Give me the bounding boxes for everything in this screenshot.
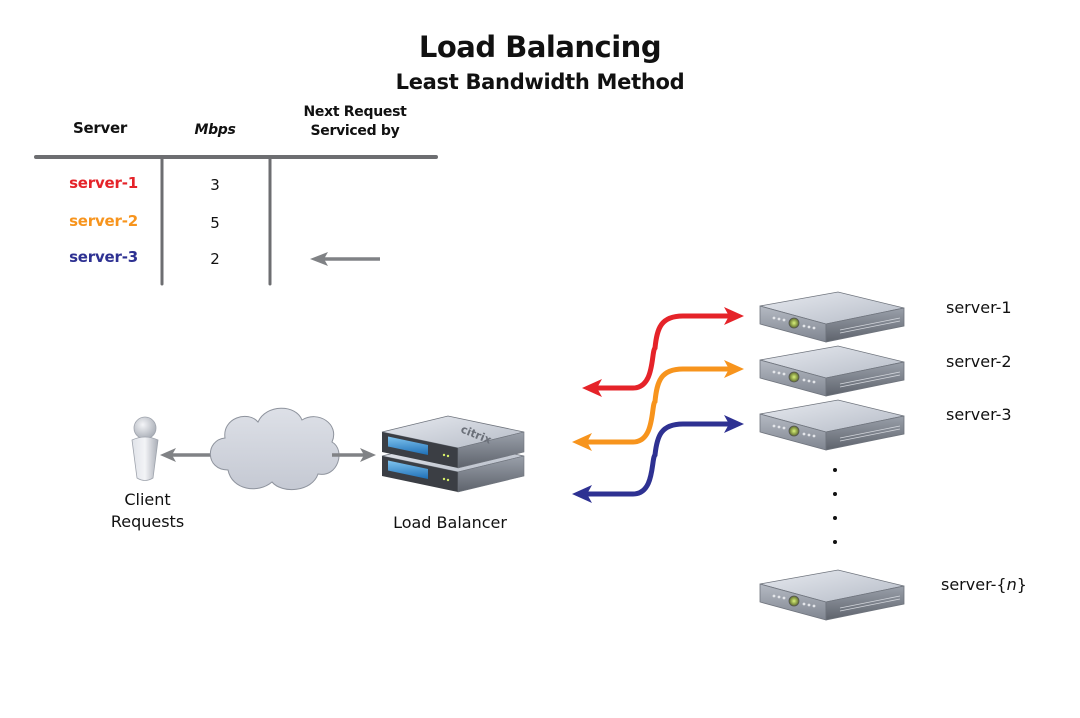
- cloud-icon: [209, 407, 340, 491]
- diagram-title: Load Balancing: [418, 30, 662, 64]
- server-label: server-1: [946, 298, 1012, 317]
- arrowhead-left: [582, 379, 602, 397]
- server-connections: [572, 307, 744, 503]
- client-requests-label: Client Requests: [100, 489, 195, 533]
- rack-server-icon: [759, 291, 905, 343]
- table-row-mbps-value: 3: [210, 176, 220, 194]
- server-stack: [759, 291, 905, 621]
- arrowhead-right: [724, 307, 744, 325]
- diagram-subtitle: Least Bandwidth Method: [395, 70, 685, 94]
- table-header-mbps: Mbps: [194, 122, 236, 138]
- user-icon: [131, 416, 159, 481]
- table-row-server-label: server-3: [69, 248, 138, 266]
- client-label-line2: Requests: [110, 512, 185, 531]
- load-balancer-label: Load Balancer: [393, 513, 507, 532]
- connection-line: [586, 366, 730, 445]
- server-label: server-{n}: [941, 575, 1027, 594]
- table-header-next-line2: Serviced by: [310, 123, 400, 139]
- arrowhead-left: [572, 433, 592, 451]
- server-label: server-3: [946, 405, 1012, 424]
- rack-server-icon: [759, 569, 905, 621]
- table-row-mbps-value: 2: [210, 250, 220, 268]
- load-balancer-appliance-icon: citrix: [381, 415, 525, 493]
- table-header-server: Server: [73, 119, 127, 137]
- table-row-mbps-value: 5: [210, 214, 220, 232]
- arrowhead-right: [724, 360, 744, 378]
- connection-line: [596, 313, 730, 391]
- table-header-next-request: Next Request Serviced by: [290, 103, 420, 141]
- table-row-server-label: server-2: [69, 212, 138, 230]
- table-header-next-line1: Next Request: [303, 104, 407, 120]
- client-cloud-arrow: [160, 448, 215, 462]
- server-label: server-2: [946, 352, 1012, 371]
- connection-line: [586, 421, 730, 497]
- more-servers-ellipsis: [833, 468, 837, 544]
- client-label-line1: Client: [124, 490, 171, 509]
- rack-server-icon: [759, 345, 905, 397]
- cloud-lb-arrow: [332, 448, 376, 462]
- arrowhead-left: [572, 485, 592, 503]
- arrowhead-right: [724, 415, 744, 433]
- table-row-server-label: server-1: [69, 174, 138, 192]
- left-arrow-icon: [310, 252, 380, 266]
- rack-server-icon: [759, 399, 905, 451]
